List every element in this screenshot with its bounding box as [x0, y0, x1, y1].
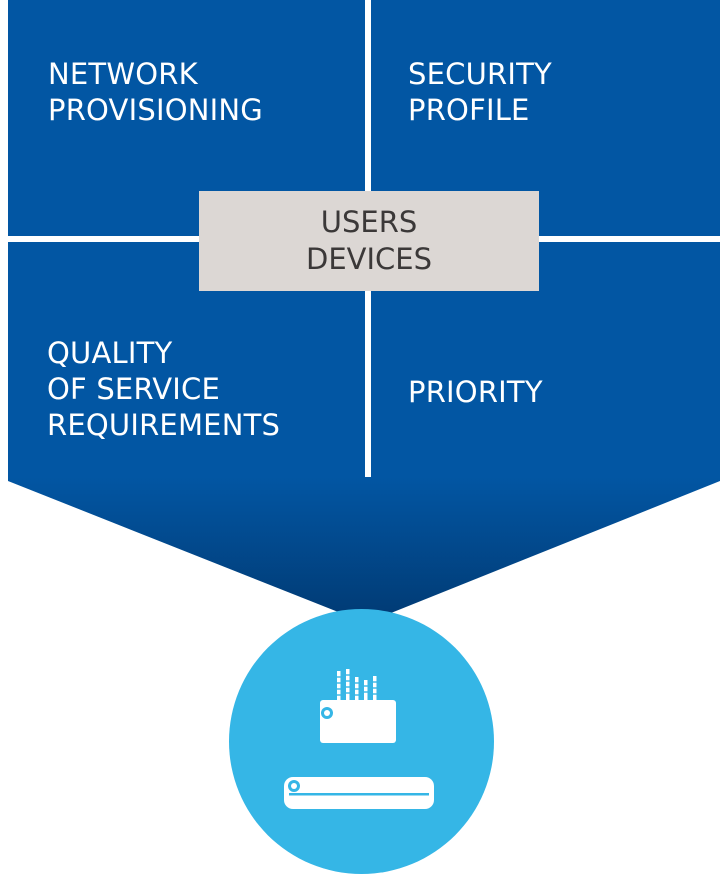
network-provisioning-label: NETWORK PROVISIONING [48, 57, 263, 127]
router-icon [320, 669, 396, 743]
network-devices-icon [229, 609, 494, 874]
users-label: USERS [320, 205, 418, 239]
quality-of-service-label: QUALITY OF SERVICE REQUIREMENTS [47, 336, 281, 442]
priority-label: PRIORITY [408, 375, 543, 409]
security-profile-label: SECURITY PROFILE [408, 57, 552, 127]
users-devices-box: USERS DEVICES [199, 191, 539, 291]
funnel-arrow [8, 477, 720, 623]
switch-icon [284, 777, 434, 809]
devices-label: DEVICES [305, 242, 433, 276]
